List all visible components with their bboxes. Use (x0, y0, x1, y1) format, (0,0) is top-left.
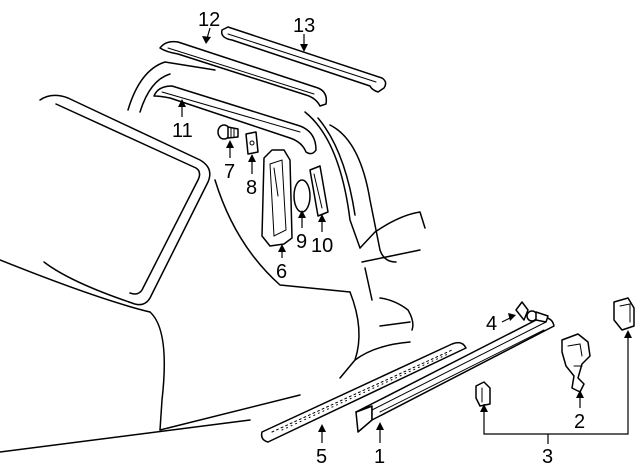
vehicle-body (0, 61, 426, 453)
arrowheads (178, 36, 632, 432)
callout-5: 5 (316, 446, 327, 468)
leader-lines (181, 27, 629, 444)
callout-8: 8 (246, 177, 257, 199)
callout-1: 1 (374, 446, 385, 468)
callout-3: 3 (542, 446, 553, 468)
callout-12: 12 (198, 9, 220, 31)
callout-9: 9 (296, 231, 307, 253)
callout-13: 13 (293, 15, 315, 37)
part-12-drip-molding (159, 40, 328, 107)
callout-7: 7 (224, 161, 235, 183)
part-11-side-molding (153, 85, 317, 155)
part-4-fastener (515, 301, 549, 323)
part-10-pillar-trim (309, 165, 329, 217)
part-9-emblem (293, 179, 311, 213)
callout-11: 11 (172, 120, 193, 142)
part-3-clip-small (475, 381, 491, 407)
callout-10: 10 (311, 235, 333, 257)
part-13-roof-molding (220, 26, 387, 93)
part-7-bolt (217, 124, 239, 140)
callouts: 12 13 11 7 8 9 10 6 4 2 5 1 3 (172, 9, 585, 468)
callout-6: 6 (276, 261, 287, 283)
part-8-clip (245, 131, 259, 155)
part-3-clip-large (613, 297, 635, 331)
callout-4: 4 (486, 313, 497, 335)
part-2-retainer (561, 333, 591, 393)
callout-2: 2 (574, 411, 585, 433)
part-6-pillar-applique (261, 149, 293, 247)
part-5-step-pad (260, 341, 467, 443)
